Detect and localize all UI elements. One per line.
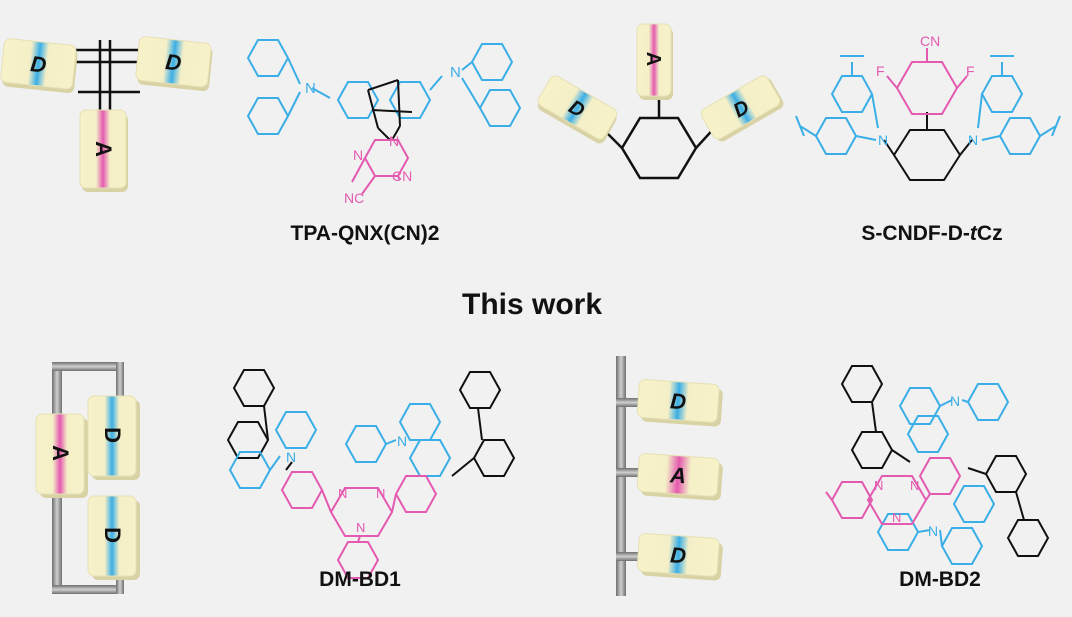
svg-text:N: N [968,132,978,148]
compound-label-tpa-qnx-cn2: TPA-QNX(CN)2 [290,222,440,245]
svg-text:N: N [305,80,316,97]
acceptor-block: A [35,413,88,498]
svg-text:N: N [376,486,385,501]
svg-text:A: A [668,462,687,488]
svg-text:CN: CN [920,33,940,49]
svg-text:N: N [892,510,901,525]
svg-text:N: N [450,64,461,81]
svg-text:N: N [874,478,883,493]
svg-text:N: N [397,433,407,449]
donor-block: D [537,75,618,144]
compound-label-suffix: Cz [976,222,1003,245]
donor-block: D [636,379,723,427]
donor-block: D [0,38,78,94]
schematic-tpa: D D A [0,36,213,192]
svg-text:D: D [164,49,183,76]
donor-block: D [87,395,140,480]
svg-text:D: D [669,388,687,414]
schematic-dm-bd1: A D D [35,362,140,594]
acceptor-block: A [79,109,128,192]
svg-text:N: N [356,520,365,535]
donor-block: D [135,36,213,92]
structure-dm-bd1: N N N N N [226,369,516,579]
svg-text:N: N [338,486,347,501]
acceptor-block: A [636,23,673,100]
schematic-dm-bd2: D A D [616,356,723,596]
svg-text:D: D [100,527,125,543]
svg-text:D: D [29,51,48,78]
compound-label-prefix: S-CNDF-D- [861,222,970,245]
donor-block: D [636,533,723,581]
svg-text:N: N [910,478,919,493]
section-heading: This work [462,288,603,321]
svg-text:F: F [876,63,885,79]
svg-text:N: N [928,523,938,539]
svg-text:A: A [91,141,116,157]
donor-block: D [700,75,784,142]
svg-text:D: D [669,542,687,568]
svg-text:N: N [389,133,399,149]
svg-text:A: A [48,445,73,461]
svg-text:NC: NC [344,190,364,206]
svg-text:N: N [878,132,888,148]
structure-s-cndf-d-tcz: CN F F N N [795,33,1061,181]
svg-text:F: F [966,63,975,79]
schematic-scndf: D A D [537,23,784,180]
compound-label-dm-bd2: DM-BD2 [899,568,981,591]
acceptor-block: A [636,453,723,501]
svg-text:D: D [100,427,125,443]
structure-dm-bd2: N N N N N [825,365,1050,565]
compound-label-dm-bd1: DM-BD1 [319,568,401,591]
structure-tpa-qnx-cn2: N N N N CN NC [246,39,522,206]
donor-block: D [87,495,140,580]
svg-text:N: N [353,147,363,163]
compound-label-italic: t [969,222,977,245]
svg-text:N: N [950,393,960,409]
svg-text:A: A [642,52,664,66]
svg-text:N: N [286,449,296,465]
compound-label-s-cndf-d-tcz: S-CNDF-D-tCz [832,222,1032,246]
svg-text:CN: CN [392,168,412,184]
